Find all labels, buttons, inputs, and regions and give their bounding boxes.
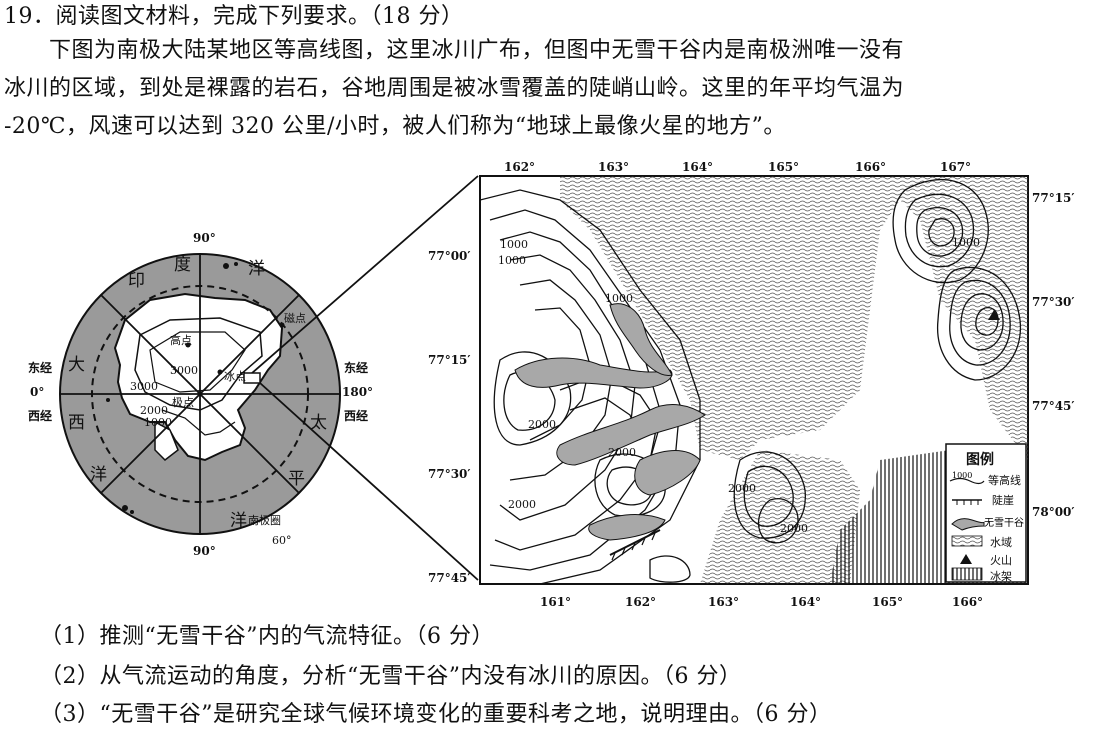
right-lat-label: 78°00′	[1032, 505, 1075, 519]
top-lon-label: 162°	[504, 160, 535, 174]
legend-volcano-label: 火山	[990, 554, 1012, 567]
connector-line-bottom	[259, 382, 479, 581]
contour-label: 1000	[605, 292, 633, 305]
contour-1000-label: 1000	[144, 416, 172, 429]
ocean-char-xi: 西	[68, 413, 85, 433]
contour-label: 2000	[528, 418, 556, 431]
dry-valley-contour-map: 1000 1000 1000 2000 2000 2000 2000 2000 …	[428, 160, 1075, 609]
west-0-label: 西经	[28, 408, 52, 423]
ocean-char-da: 大	[68, 355, 85, 375]
west-180-label: 西经	[344, 408, 368, 423]
right-lat-label: 77°30′	[1032, 295, 1075, 309]
material-line-2: 冰川的区域，到处是裸露的岩石，谷地周围是被冰雪覆盖的陡峭山岭。这里的年平均气温为	[4, 76, 905, 101]
circle-60-label: 60°	[272, 534, 292, 547]
map-legend: 图例 1000 等高线 陡崖 无雪干谷 水域 火山 冰架	[945, 443, 1027, 583]
left-lat-label: 77°45′	[428, 571, 471, 585]
magnetic-pole-label: 磁点	[284, 312, 306, 325]
pole-label: 极点	[172, 395, 194, 409]
deg-180-label: 180°	[342, 385, 373, 399]
bottom-lon-label: 166°	[952, 595, 983, 609]
top-lon-label: 166°	[855, 160, 886, 174]
legend-dry-valley-label: 无雪干谷	[984, 517, 1024, 529]
sub-question-2: （2）从气流运动的角度，分析“无雪干谷”内没有冰川的原因。（6 分）	[40, 664, 742, 689]
bottom-lon-label: 164°	[790, 595, 821, 609]
volcano-icon	[960, 554, 972, 564]
contour-label: 2000	[728, 482, 756, 495]
contour-label: 1000	[952, 236, 980, 249]
contour-3000b-label: 3000	[170, 364, 198, 377]
ocean-char-tai: 太	[310, 413, 327, 433]
contour-3000-label: 3000	[130, 380, 158, 393]
lat-top-label: 90°	[193, 231, 216, 245]
top-lon-label: 163°	[598, 160, 629, 174]
bottom-lon-label: 163°	[708, 595, 739, 609]
east-0-label: 东经	[28, 360, 52, 375]
top-lon-label: 167°	[940, 160, 971, 174]
contour-label: 2000	[508, 498, 536, 511]
sub-question-1: （1）推测“无雪干谷”内的气流特征。（6 分）	[40, 624, 494, 649]
material-line-3: -20℃，风速可以达到 320 公里/小时，被人们称为“地球上最像火星的地方”。	[4, 114, 786, 139]
ocean-char-yang2: 洋	[90, 465, 107, 485]
high-point-label: 高点	[170, 333, 192, 347]
top-lon-label: 165°	[768, 160, 799, 174]
bottom-lon-label: 162°	[625, 595, 656, 609]
contour-label: 2000	[608, 446, 636, 459]
legend-contour-label: 等高线	[988, 473, 1021, 487]
connector-line-top	[251, 175, 479, 374]
contour-label: 1000	[500, 238, 528, 251]
ocean-char-yang1: 洋	[248, 259, 265, 279]
antarctica-locator-map: 90° 90° 东经 0° 西经 东经 180° 西经 印 度 洋 大 西 洋 …	[28, 231, 373, 558]
legend-ice-shelf-label: 冰架	[990, 570, 1012, 583]
polar-circle-label: 南极圈	[248, 513, 281, 527]
legend-title: 图例	[966, 451, 994, 468]
question-header: 19．阅读图文材料，完成下列要求。（18 分）	[4, 4, 464, 29]
contour-label: 2000	[780, 522, 808, 535]
ocean-char-yang3: 洋	[230, 511, 247, 531]
ocean-char-yin: 印	[128, 271, 145, 291]
left-lat-label: 77°00′	[428, 249, 471, 263]
top-lon-label: 164°	[682, 160, 713, 174]
east-180-label: 东经	[344, 360, 368, 375]
legend-contour-sample: 1000	[952, 471, 972, 480]
lat-bottom-label: 90°	[193, 544, 216, 558]
left-lat-label: 77°30′	[428, 467, 471, 481]
ocean-char-ping: 平	[288, 469, 305, 489]
figure: 90° 90° 东经 0° 西经 东经 180° 西经 印 度 洋 大 西 洋 …	[28, 160, 1075, 609]
material-line-1: 下图为南极大陆某地区等高线图，这里冰川广布，但图中无雪干谷内是南极洲唯一没有	[4, 38, 905, 63]
bottom-lon-label: 165°	[872, 595, 903, 609]
right-lat-label: 77°15′	[1032, 191, 1075, 205]
ocean-char-du: 度	[174, 255, 191, 275]
right-lat-label: 77°45′	[1032, 399, 1075, 413]
cold-point-label: 冰点	[224, 370, 246, 383]
legend-water-label: 水域	[990, 536, 1012, 549]
bottom-lon-label: 161°	[540, 595, 571, 609]
contour-label: 1000	[498, 254, 526, 267]
legend-cliff-label: 陡崖	[992, 494, 1014, 507]
contour-2000-label: 2000	[140, 404, 168, 417]
left-lat-label: 77°15′	[428, 353, 471, 367]
zero-label: 0°	[30, 385, 44, 399]
sub-question-3: （3）“无雪干谷”是研究全球气候环境变化的重要科考之地，说明理由。（6 分）	[40, 702, 832, 727]
